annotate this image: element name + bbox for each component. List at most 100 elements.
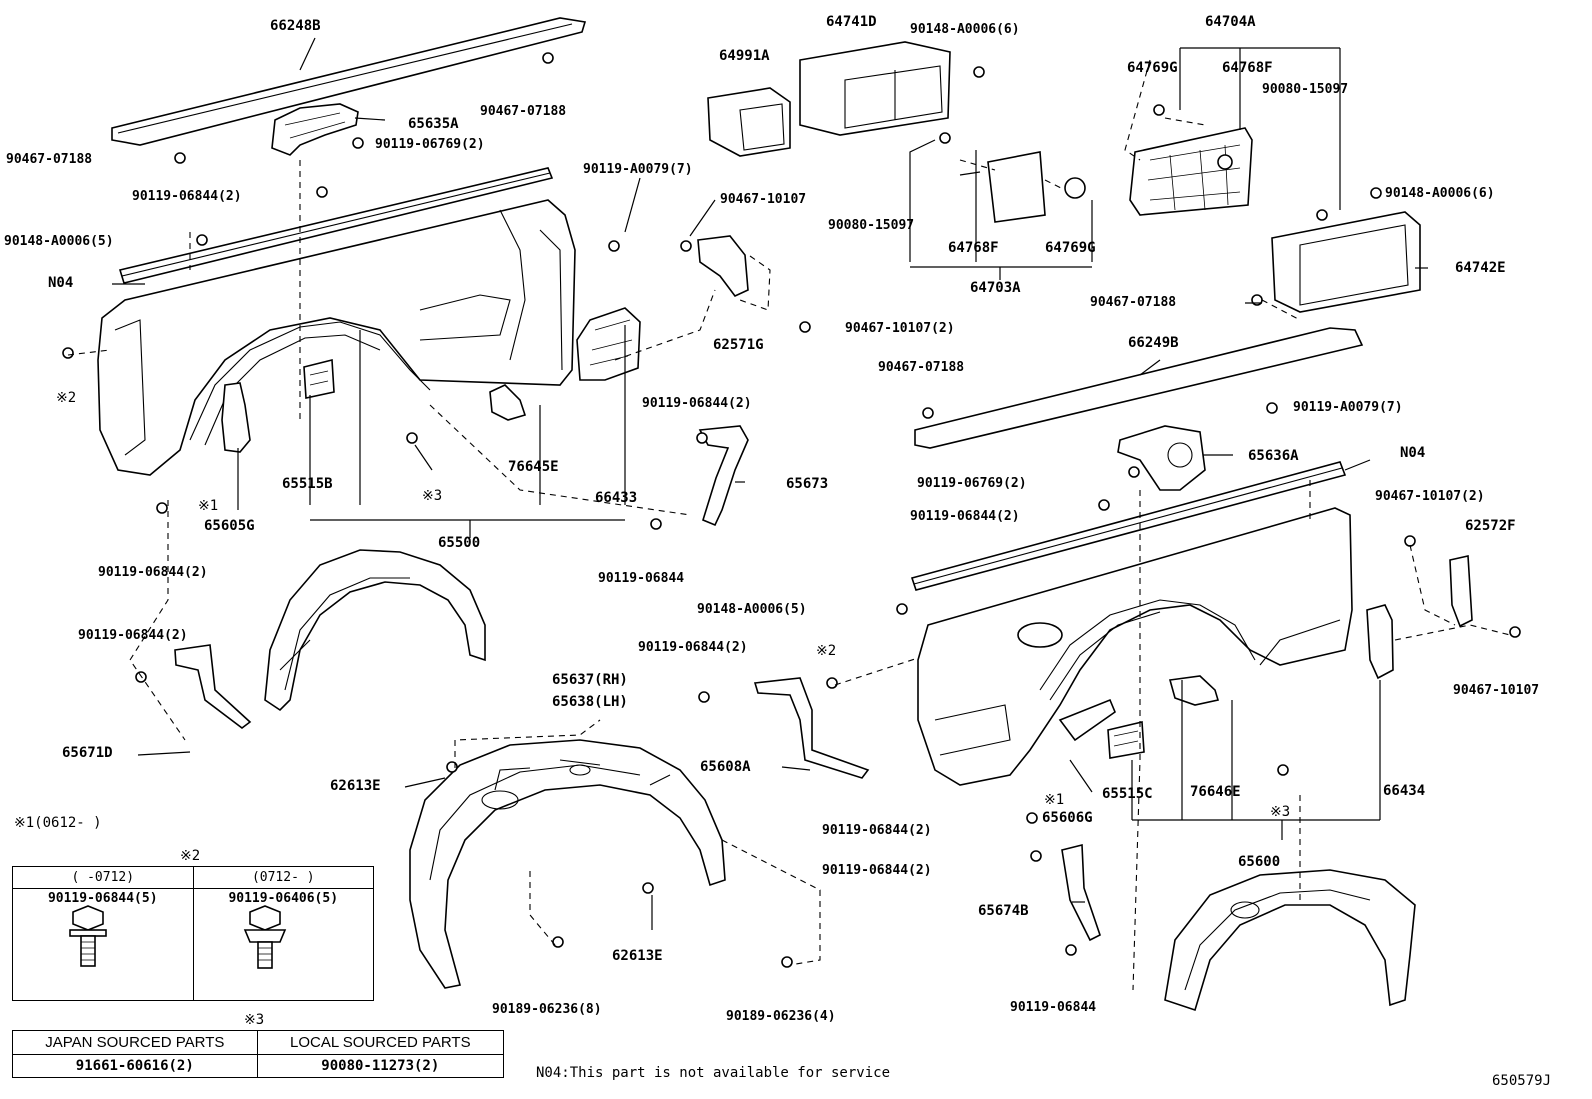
label-N04-a: N04 [48, 275, 74, 291]
label-90148-A0006-a: 90148-A0006(5) [4, 234, 114, 249]
note-3-part-local: 90080-11273(2) [256, 1054, 505, 1078]
label-90189-06236-a: 90189-06236(8) [492, 1002, 602, 1017]
label-62613E-b: 62613E [612, 948, 663, 964]
label-64991A: 64991A [719, 48, 770, 64]
note-2-col-b: (0712- ) [192, 866, 374, 889]
note-3-mark: ※3 [244, 1012, 265, 1028]
label-62571G: 62571G [713, 337, 764, 353]
label-65674B: 65674B [978, 903, 1029, 919]
mark-1-b: ※1 [1044, 792, 1065, 808]
label-64741D: 64741D [826, 14, 877, 30]
label-66434: 66434 [1383, 783, 1426, 799]
label-76645E: 76645E [508, 459, 559, 475]
bracket-65671D [174, 644, 252, 730]
note-N04: N04:This part is not available for servi… [536, 1065, 891, 1081]
diagram-ref-code: 650579J [1492, 1073, 1552, 1089]
left-bed-side-panel [97, 17, 587, 476]
label-64703A: 64703A [970, 280, 1021, 296]
label-90148-A0006-c: 90148-A0006(6) [1385, 186, 1495, 201]
label-90119-A0079-b: 90119-A0079(7) [1293, 400, 1403, 415]
assembly-lines [67, 59, 1511, 991]
note-2-part-b: 90119-06406(5) [192, 888, 374, 1001]
label-90148-A0006-d: 90148-A0006(5) [697, 602, 807, 617]
label-65671D: 65671D [62, 745, 113, 761]
label-65515B: 65515B [282, 476, 333, 492]
label-90467-07188-b: 90467-07188 [6, 152, 93, 167]
label-64742E: 64742E [1455, 260, 1506, 276]
mark-2-a: ※2 [56, 390, 77, 406]
big-wheel-liner [409, 739, 726, 989]
label-64769G-a: 64769G [1045, 240, 1096, 256]
storage-boxes-center [707, 41, 1086, 223]
label-76646E: 76646E [1190, 784, 1241, 800]
note-2-table: ( -0712) (0712- ) 90119-06844(5) 90119-0… [12, 866, 374, 1001]
note-3-head-local: LOCAL SOURCED PARTS [256, 1030, 505, 1055]
label-90119-06844-i: 90119-06844(2) [822, 863, 932, 878]
rail-66249B [914, 327, 1364, 449]
label-64704A: 64704A [1205, 14, 1256, 30]
label-90148-A0006-b: 90148-A0006(6) [910, 22, 1020, 37]
label-90119-06844-h: 90119-06844(2) [822, 823, 932, 838]
label-65673: 65673 [786, 476, 829, 492]
right-storage-parts [1129, 127, 1421, 313]
label-90467-10107-d: 90467-10107 [1453, 683, 1540, 698]
label-90119-06844-j: 90119-06844 [1010, 1000, 1097, 1015]
label-90467-07188-c: 90467-07188 [1090, 295, 1177, 310]
label-90119-06844-a: 90119-06844(2) [132, 189, 242, 204]
mark-3-b: ※3 [1270, 804, 1291, 820]
label-62572F: 62572F [1465, 518, 1516, 534]
note-2-mark: ※2 [180, 848, 201, 864]
label-90467-10107-b: 90467-10107(2) [845, 321, 955, 336]
label-65515C: 65515C [1102, 786, 1153, 802]
label-66249B: 66249B [1128, 335, 1179, 351]
label-90119-06844-f: 90119-06844(2) [910, 509, 1020, 524]
label-90080-15097-a: 90080-15097 [828, 218, 915, 233]
label-64768F-a: 64768F [948, 240, 999, 256]
left-small-parts [221, 103, 749, 527]
note-3-table: JAPAN SOURCED PARTS LOCAL SOURCED PARTS … [12, 1030, 505, 1078]
right-wheel-liner [1164, 869, 1416, 1012]
label-62613E-a: 62613E [330, 778, 381, 794]
note-3-part-japan: 91661-60616(2) [12, 1054, 258, 1078]
label-90467-07188-d: 90467-07188 [878, 360, 965, 375]
label-90189-06236-b: 90189-06236(4) [726, 1009, 836, 1024]
label-90467-10107-a: 90467-10107 [720, 192, 807, 207]
label-65500: 65500 [438, 535, 481, 551]
note-2-part-a: 90119-06844(5) [12, 888, 194, 1001]
label-66433: 66433 [595, 490, 638, 506]
label-65636A: 65636A [1248, 448, 1299, 464]
label-90467-10107-c: 90467-10107(2) [1375, 489, 1485, 504]
label-65637-rh: 65637(RH) [552, 672, 628, 688]
note-3-head-japan: JAPAN SOURCED PARTS [12, 1030, 258, 1055]
label-65635A: 65635A [408, 116, 459, 132]
label-90119-06844-d: 90119-06844(2) [98, 565, 208, 580]
note-2-col-a: ( -0712) [12, 866, 194, 889]
mark-3-a: ※3 [422, 488, 443, 504]
label-65638-lh: 65638(LH) [552, 694, 628, 710]
note-1: ※1(0612- ) [14, 815, 102, 831]
label-90119-06844-c: 90119-06844 [598, 571, 685, 586]
left-wheel-liner-small [264, 549, 486, 712]
label-90080-15097-b: 90080-15097 [1262, 82, 1349, 97]
label-65606G: 65606G [1042, 810, 1093, 826]
label-90119-06769-a: 90119-06769(2) [375, 137, 485, 152]
label-90119-A0079-a: 90119-A0079(7) [583, 162, 693, 177]
right-small-parts [753, 425, 1473, 942]
mark-1-a: ※1 [198, 498, 219, 514]
fasteners [62, 52, 1521, 968]
label-64768F-b: 64768F [1222, 60, 1273, 76]
label-64769G-b: 64769G [1127, 60, 1178, 76]
label-90467-07188-a: 90467-07188 [480, 104, 567, 119]
label-65605G: 65605G [204, 518, 255, 534]
label-66248B: 66248B [270, 18, 321, 34]
label-65600: 65600 [1238, 854, 1281, 870]
label-N04-b: N04 [1400, 445, 1426, 461]
leader-lines [112, 37, 1428, 930]
mark-2-b: ※2 [816, 643, 837, 659]
label-90119-06844-b: 90119-06844(2) [642, 396, 752, 411]
label-90119-06844-g: 90119-06844(2) [638, 640, 748, 655]
right-bed-side-panel [910, 461, 1353, 786]
label-90119-06769-b: 90119-06769(2) [917, 476, 1027, 491]
label-90119-06844-e: 90119-06844(2) [78, 628, 188, 643]
